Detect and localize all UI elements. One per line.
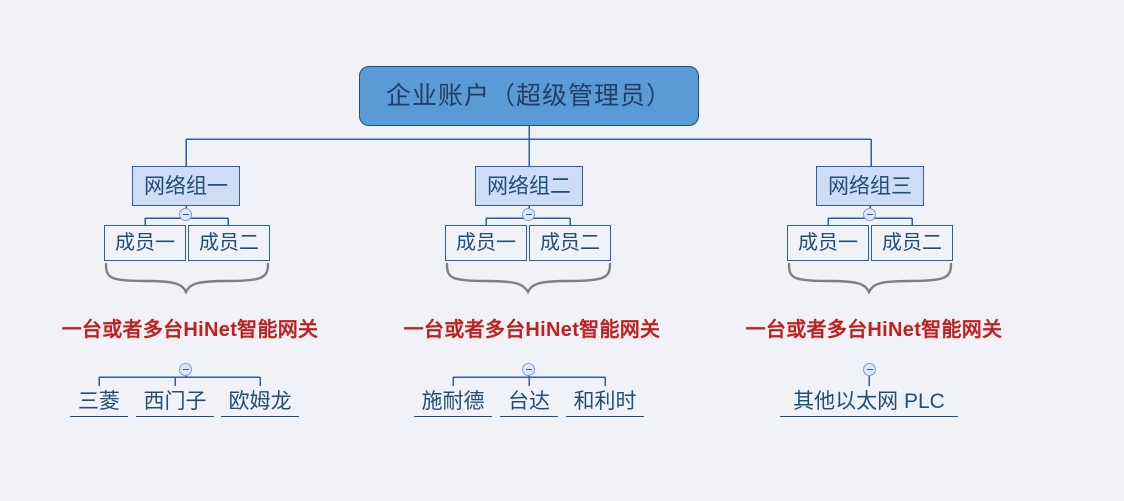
group-node-network-group-3[interactable]: 网络组三 — [816, 166, 924, 206]
minus-circle-icon-devices-3[interactable] — [863, 363, 876, 376]
device-node-group-3-device-1[interactable]: 其他以太网 PLC — [780, 386, 958, 417]
member-node-group-2-member-1[interactable]: 成员一 — [445, 225, 527, 261]
device-node-group-2-device-1[interactable]: 施耐德 — [414, 386, 492, 417]
gateway-note-group-2: 一台或者多台HiNet智能网关 — [403, 318, 661, 341]
device-node-group-1-device-2[interactable]: 西门子 — [136, 386, 214, 417]
member-node-group-3-member-2[interactable]: 成员二 — [871, 225, 953, 261]
minus-circle-icon-group-3[interactable] — [863, 208, 876, 221]
minus-circle-icon-devices-1[interactable] — [179, 363, 192, 376]
minus-circle-icon-devices-2[interactable] — [522, 363, 535, 376]
member-node-group-1-member-1[interactable]: 成员一 — [104, 225, 186, 261]
group3-member-brace — [787, 262, 953, 295]
device-node-group-1-device-3[interactable]: 欧姆龙 — [221, 386, 299, 417]
member-node-group-2-member-2[interactable]: 成员二 — [529, 225, 611, 261]
root-node-enterprise-account[interactable]: 企业账户（超级管理员） — [359, 66, 699, 126]
device-node-group-2-device-3[interactable]: 和利时 — [566, 386, 644, 417]
device-node-group-2-device-2[interactable]: 台达 — [500, 386, 558, 417]
minus-circle-icon-group-2[interactable] — [522, 208, 535, 221]
group-node-network-group-1[interactable]: 网络组一 — [132, 166, 240, 206]
device-node-group-1-device-1[interactable]: 三菱 — [70, 386, 128, 417]
minus-circle-icon-group-1[interactable] — [179, 208, 192, 221]
group1-member-brace — [104, 262, 270, 295]
member-node-group-3-member-1[interactable]: 成员一 — [787, 225, 869, 261]
group-node-network-group-2[interactable]: 网络组二 — [475, 166, 583, 206]
gateway-note-group-3: 一台或者多台HiNet智能网关 — [745, 318, 1003, 341]
group2-member-brace — [445, 262, 612, 295]
member-node-group-1-member-2[interactable]: 成员二 — [188, 225, 270, 261]
gateway-note-group-1: 一台或者多台HiNet智能网关 — [61, 318, 319, 341]
